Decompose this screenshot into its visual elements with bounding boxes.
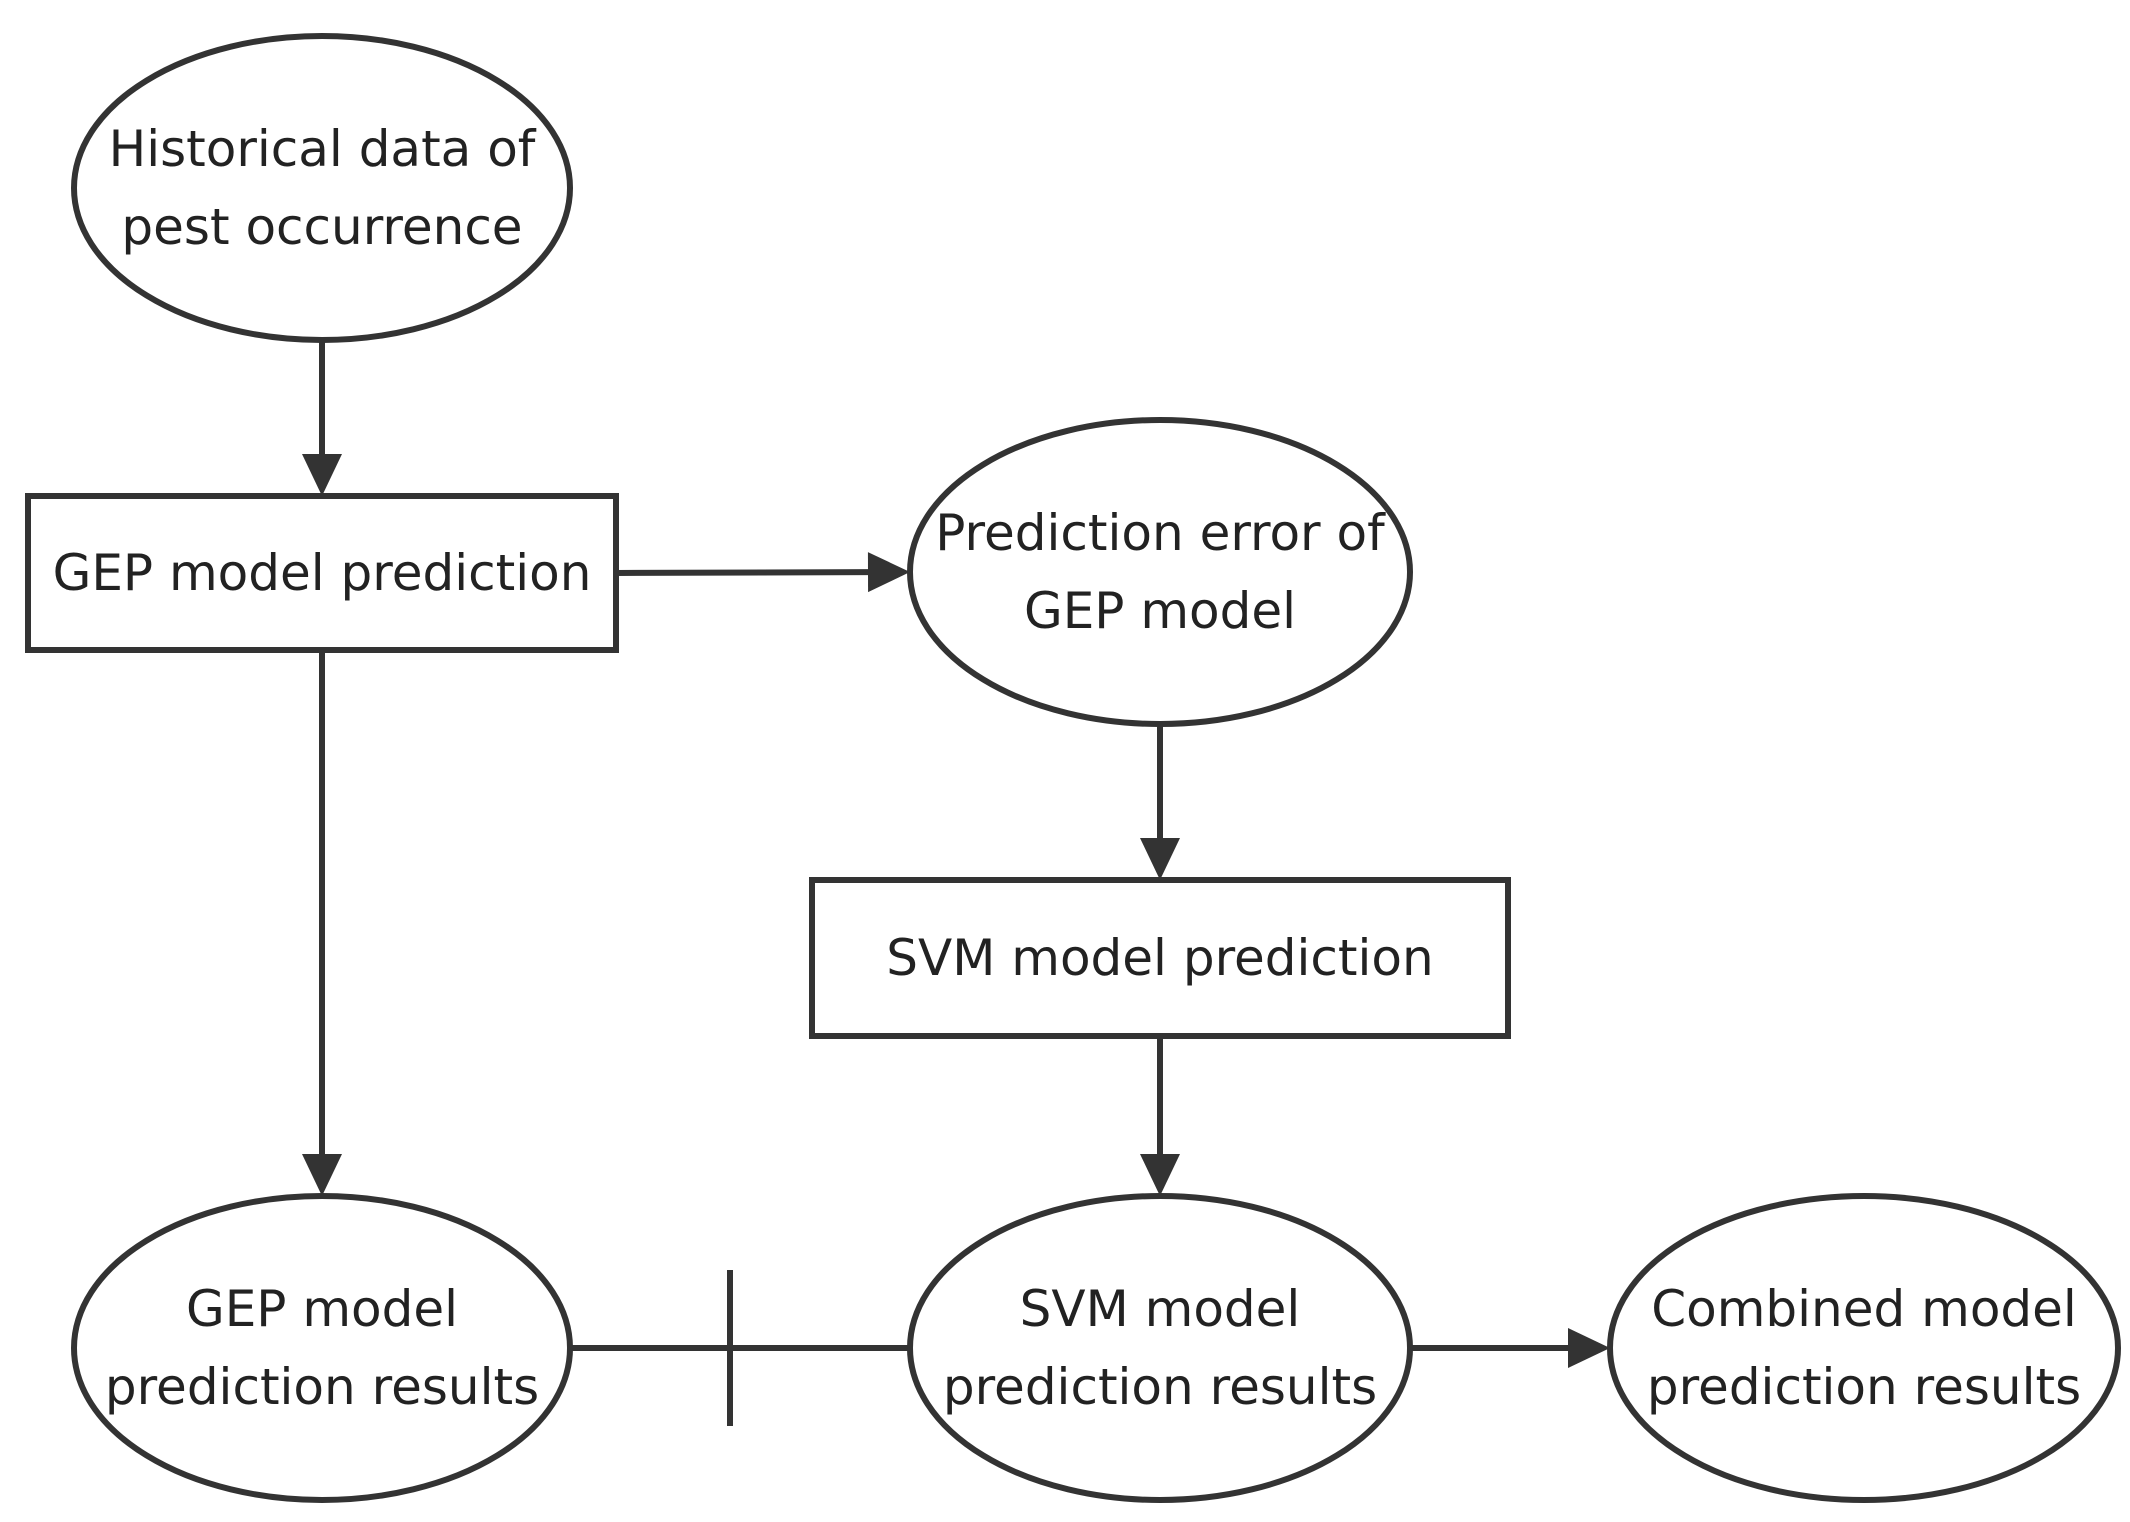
edge-line [615,569,869,576]
edge-gep-pred-to-gep-results [302,650,342,1196]
edges-layer [302,340,1610,1426]
node-label: GEP model [1024,582,1296,640]
node-label: Combined model [1651,1280,2077,1338]
arrow-head [1140,1154,1180,1196]
node-label: prediction results [105,1358,539,1416]
arrow-head [1568,1328,1610,1368]
node-combined-results: Combined model prediction results [1607,1193,2121,1503]
edge-historical-to-gep-pred [302,340,342,496]
node-label: SVM model [1020,1280,1301,1338]
node-gep-pred: GEP model prediction [25,493,619,653]
node-rect [25,493,619,653]
node-svm-results: SVM model prediction results [907,1193,1413,1503]
node-label: SVM model prediction [886,929,1433,987]
node-label: prediction results [943,1358,1377,1416]
node-historical: Historical data of pest occurrence [71,33,573,343]
arrow-head [302,454,342,496]
node-ellipse [907,417,1413,727]
edge-svm-results-to-combined-results [1410,1328,1610,1368]
arrow-head [867,552,910,593]
node-pred-error: Prediction error of GEP model [907,417,1413,727]
node-rect [809,877,1511,1039]
node-label: prediction results [1647,1358,2081,1416]
node-gep-results: GEP model prediction results [71,1193,573,1503]
edge-svm-pred-to-svm-results [1140,1036,1180,1196]
node-ellipse [1607,1193,2121,1503]
node-label: pest occurrence [121,198,522,256]
node-label: GEP model prediction [53,544,592,602]
node-label: Historical data of [109,120,537,178]
edge-pred-error-to-svm-pred [1140,724,1180,880]
node-ellipse [907,1193,1413,1503]
node-label: GEP model [186,1280,458,1338]
edge-gep-results-to-svm-results [570,1270,910,1426]
arrow-head [302,1154,342,1196]
node-ellipse [71,1193,573,1503]
arrow-head [1140,838,1180,880]
edge-gep-pred-to-pred-error [615,552,910,593]
node-label: Prediction error of [935,504,1386,562]
node-ellipse [71,33,573,343]
node-svm-pred: SVM model prediction [809,877,1511,1039]
